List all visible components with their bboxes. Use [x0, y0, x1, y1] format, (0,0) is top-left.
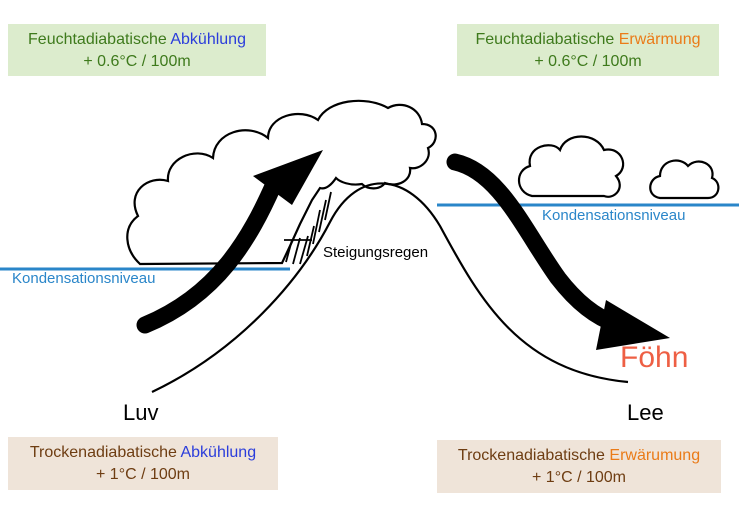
- box-moist-cooling: Feuchtadiabatische Abkühlung + 0.6°C / 1…: [8, 24, 266, 76]
- box-dry-warming-rate: + 1°C / 100m: [532, 469, 626, 486]
- box-dry-warming-highlight: Erwärumung: [609, 447, 701, 464]
- box-dry-cooling-highlight: Abkühlung: [180, 444, 257, 461]
- orographic-rain-label: Steigungsregen: [323, 244, 429, 261]
- mountain: [151, 182, 629, 393]
- rain-streaks: [284, 191, 332, 265]
- rising-air-arrowhead: [253, 150, 323, 205]
- windward-label: Luv: [123, 400, 159, 425]
- box-moist-cooling-prefix: Feuchtadiabatische: [28, 31, 171, 48]
- box-moist-warming-prefix: Feuchtadiabatische: [475, 31, 619, 48]
- box-moist-warming-highlight: Erwärmung: [618, 31, 701, 48]
- box-moist-cooling-highlight: Abkühlung: [170, 31, 246, 48]
- foehn-label: Föhn: [620, 341, 689, 374]
- rising-air-arrow: [136, 175, 283, 334]
- box-dry-cooling-prefix: Trockenadiabatische: [29, 444, 181, 461]
- box-dry-warming: Trockenadiabatische Erwärumung + 1°C / 1…: [437, 440, 721, 493]
- descending-air-arrow: [446, 153, 625, 333]
- condensation-level-label-leeward: Kondensationsniveau: [542, 207, 686, 224]
- condensation-level-label-windward: Kondensationsniveau: [12, 270, 156, 287]
- box-dry-warming-prefix: Trockenadiabatische: [457, 447, 610, 464]
- box-moist-warming: Feuchtadiabatische Erwärmung + 0.6°C / 1…: [457, 24, 719, 76]
- descending-air-arrowhead: [596, 300, 670, 350]
- leeward-label: Lee: [627, 400, 664, 425]
- leeward-cloud-large: [517, 135, 625, 198]
- box-moist-warming-rate: + 0.6°C / 100m: [534, 53, 642, 70]
- box-moist-cooling-rate: + 0.6°C / 100m: [83, 53, 191, 70]
- box-dry-cooling-rate: + 1°C / 100m: [96, 466, 190, 483]
- box-dry-cooling: Trockenadiabatische Abkühlung + 1°C / 10…: [8, 437, 278, 490]
- leeward-cloud-small: [649, 159, 720, 200]
